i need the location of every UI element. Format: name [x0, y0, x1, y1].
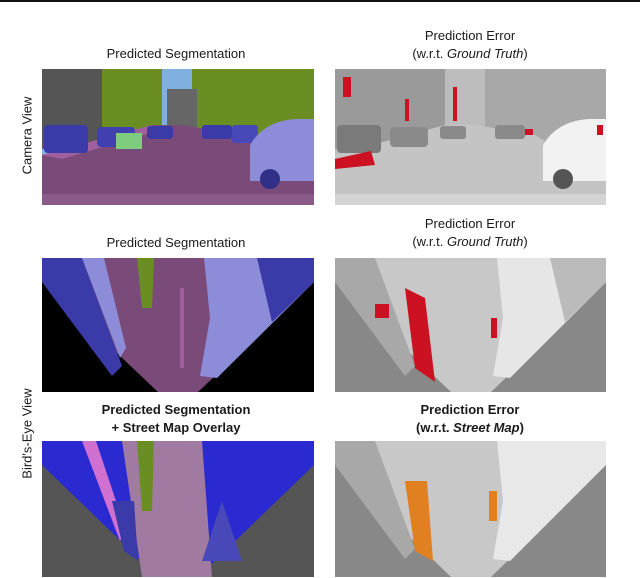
caption-line: Predicted Segmentation — [101, 402, 251, 417]
caption-predicted-segmentation-camera: Predicted Segmentation — [106, 46, 246, 61]
caption-text: (w.r.t. — [412, 46, 447, 61]
caption-text: (w.r.t. — [412, 234, 447, 249]
caption-segmentation-street-map-overlay: Predicted Segmentation + Street Map Over… — [36, 401, 316, 437]
caption-line: Prediction Error — [424, 216, 516, 231]
caption-line: (w.r.t. Ground Truth) — [330, 233, 610, 251]
caption-emphasis: Ground Truth — [446, 46, 524, 61]
caption-text: ) — [523, 46, 528, 61]
bev-prediction-error-image — [335, 258, 606, 392]
caption-prediction-error-bev: Prediction Error (w.r.t. Ground Truth) — [330, 215, 610, 251]
street-map-overlay-image — [42, 441, 314, 577]
caption-emphasis: Street Map — [453, 420, 520, 435]
street-map-prediction-error-image — [335, 441, 606, 577]
caption-line: Prediction Error — [420, 402, 520, 417]
camera-prediction-error-image — [335, 69, 606, 205]
bev-segmentation-image — [42, 258, 314, 392]
caption-prediction-error-camera: Prediction Error (w.r.t. Ground Truth) — [330, 27, 610, 63]
caption-line: (w.r.t. Ground Truth) — [330, 45, 610, 63]
caption-text: (w.r.t. — [416, 420, 454, 435]
row-label-camera-view: Camera View — [19, 96, 35, 175]
figure-top-border — [0, 0, 640, 2]
caption-line: (w.r.t. Street Map) — [330, 419, 610, 437]
caption-text: ) — [523, 234, 528, 249]
row-label-birds-eye-view: Bird's-Eye View — [19, 388, 35, 479]
caption-emphasis: Ground Truth — [446, 234, 524, 249]
caption-line: Prediction Error — [424, 28, 516, 43]
camera-segmentation-image — [42, 69, 314, 205]
caption-prediction-error-street-map: Prediction Error (w.r.t. Street Map) — [330, 401, 610, 437]
caption-text: ) — [519, 420, 524, 435]
caption-line: + Street Map Overlay — [111, 420, 241, 435]
caption-predicted-segmentation-bev: Predicted Segmentation — [106, 235, 246, 250]
